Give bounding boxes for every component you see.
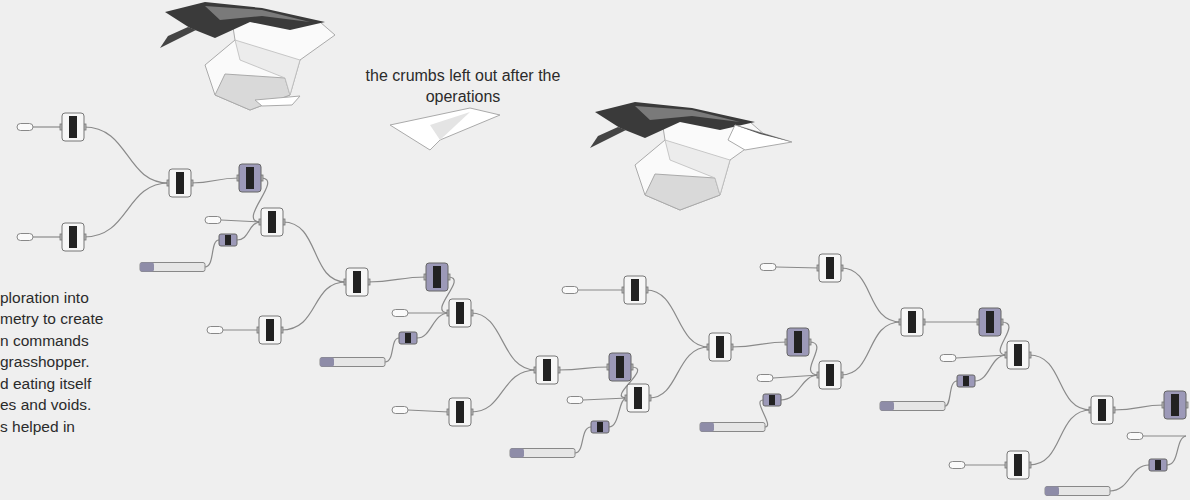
description-text: d eating itself [0, 374, 91, 394]
description-text: n commands [0, 331, 89, 351]
description-text: metry to create [0, 309, 103, 329]
component-wires [33, 127, 1186, 491]
description-text: grasshopper. [0, 352, 90, 372]
annotation-note: the crumbs left out after the operations [348, 66, 578, 108]
description-text: s helped in [0, 417, 75, 437]
description-text: ploration into [0, 288, 89, 308]
description-text: es and voids. [0, 395, 91, 415]
geometry-render [160, 2, 792, 210]
grasshopper-components [17, 113, 1188, 496]
